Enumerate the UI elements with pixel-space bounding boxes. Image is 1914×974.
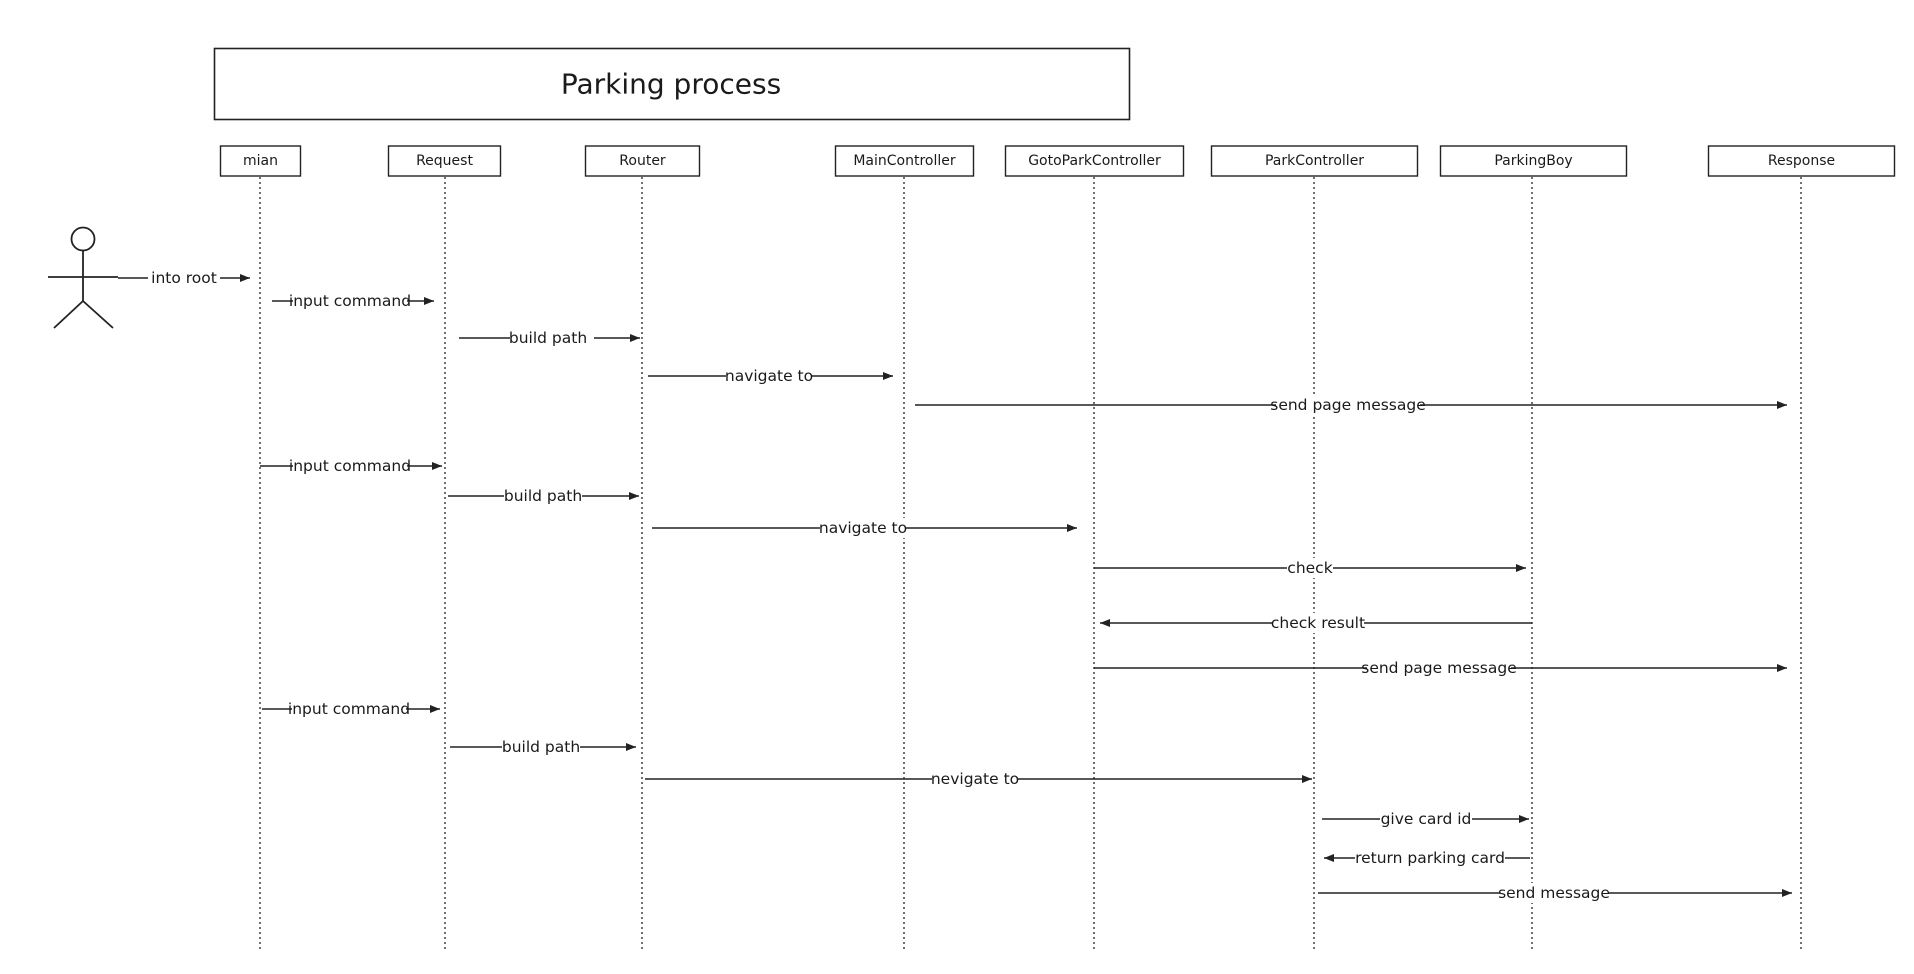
message-label-bg [726, 366, 812, 386]
message-label: return parking card [1355, 849, 1505, 867]
diagram-title-frame: Parking process [213, 47, 1131, 121]
lifeline-box [387, 145, 502, 177]
lifelines: mian Request Router MainController GotoP… [219, 145, 1896, 950]
message-label: check [1287, 559, 1332, 577]
lifeline-label: ParkingBoy [1494, 153, 1572, 169]
message-label: send page message [1361, 659, 1517, 677]
message-label: give card id [1381, 810, 1472, 828]
message-arrow: navigate to [652, 518, 1077, 538]
message-label-bg [1272, 613, 1364, 633]
message-arrow: input command [262, 699, 440, 719]
message-label: check result [1271, 614, 1365, 632]
message-arrow: build path [459, 328, 640, 348]
message-label: build path [502, 738, 580, 756]
actor-stick-figure [48, 226, 118, 329]
lifeline-label: GotoParkController [1028, 153, 1161, 169]
message-arrow: send page message [1094, 658, 1787, 678]
message-label-bg [292, 699, 406, 719]
message-label-bg [1500, 883, 1608, 903]
lifeline-label: Request [416, 153, 473, 169]
message-arrow: nevigate to [645, 769, 1312, 789]
message-arrow: into root [118, 268, 250, 288]
message-label-bg [502, 737, 580, 757]
lifeline-router: Router [584, 145, 701, 950]
lifeline-box [1210, 145, 1419, 177]
message-arrow: send page message [915, 395, 1787, 415]
message-label-bg [293, 456, 407, 476]
message-label: send page message [1270, 396, 1426, 414]
title-box [213, 47, 1131, 121]
lifeline-label: ParkController [1265, 153, 1364, 169]
lifeline-box [1004, 145, 1185, 177]
message-label: nevigate to [931, 770, 1019, 788]
message-label-bg [510, 328, 594, 348]
lifeline-box [219, 145, 302, 177]
message-label-bg [1287, 558, 1333, 578]
message-label-bg [148, 268, 220, 288]
message-arrow: return parking card [1324, 848, 1530, 868]
message-label: input command [289, 292, 411, 310]
lifeline-box [834, 145, 975, 177]
message-label-bg [504, 486, 582, 506]
message-label-bg [293, 291, 407, 311]
message-label: input command [288, 700, 410, 718]
message-label: build path [504, 487, 582, 505]
message-label-bg [1276, 395, 1420, 415]
message-label-bg [1380, 809, 1472, 829]
message-label: navigate to [819, 519, 907, 537]
message-label-bg [1355, 848, 1505, 868]
message-label-bg [1367, 658, 1511, 678]
message-arrow: send message [1318, 883, 1792, 903]
message-arrow: build path [448, 486, 639, 506]
diagram-title: Parking process [561, 68, 781, 101]
message-label: build path [509, 329, 587, 347]
lifeline-response: Response [1707, 145, 1896, 950]
message-label: navigate to [725, 367, 813, 385]
lifeline-park-controller: ParkController [1210, 145, 1419, 950]
lifeline-main-controller: MainController [834, 145, 975, 950]
message-arrow: check [1094, 558, 1526, 578]
lifeline-request: Request [387, 145, 502, 950]
lifeline-mian: mian [219, 145, 302, 950]
message-arrow: input command [260, 456, 442, 476]
message-arrow: build path [450, 737, 636, 757]
message-label: input command [289, 457, 411, 475]
message-arrow: check result [1100, 613, 1532, 633]
lifeline-goto-park-controller: GotoParkController [1004, 145, 1185, 950]
lifeline-parking-boy: ParkingBoy [1439, 145, 1628, 950]
message-label: send message [1498, 884, 1610, 902]
lifeline-label: Response [1768, 153, 1835, 169]
message-label-bg [820, 518, 906, 538]
message-label-bg [932, 769, 1018, 789]
message-label: into root [151, 269, 217, 287]
lifeline-box [1439, 145, 1628, 177]
lifeline-label: Router [619, 153, 666, 169]
lifeline-box [584, 145, 701, 177]
message-arrow: input command [272, 291, 434, 311]
message-arrow: give card id [1322, 809, 1529, 829]
lifeline-label: MainController [853, 153, 956, 169]
messages: into root input command build path navig… [118, 268, 1792, 903]
lifeline-label: mian [243, 153, 278, 169]
message-arrow: navigate to [648, 366, 893, 386]
lifeline-box [1707, 145, 1896, 177]
